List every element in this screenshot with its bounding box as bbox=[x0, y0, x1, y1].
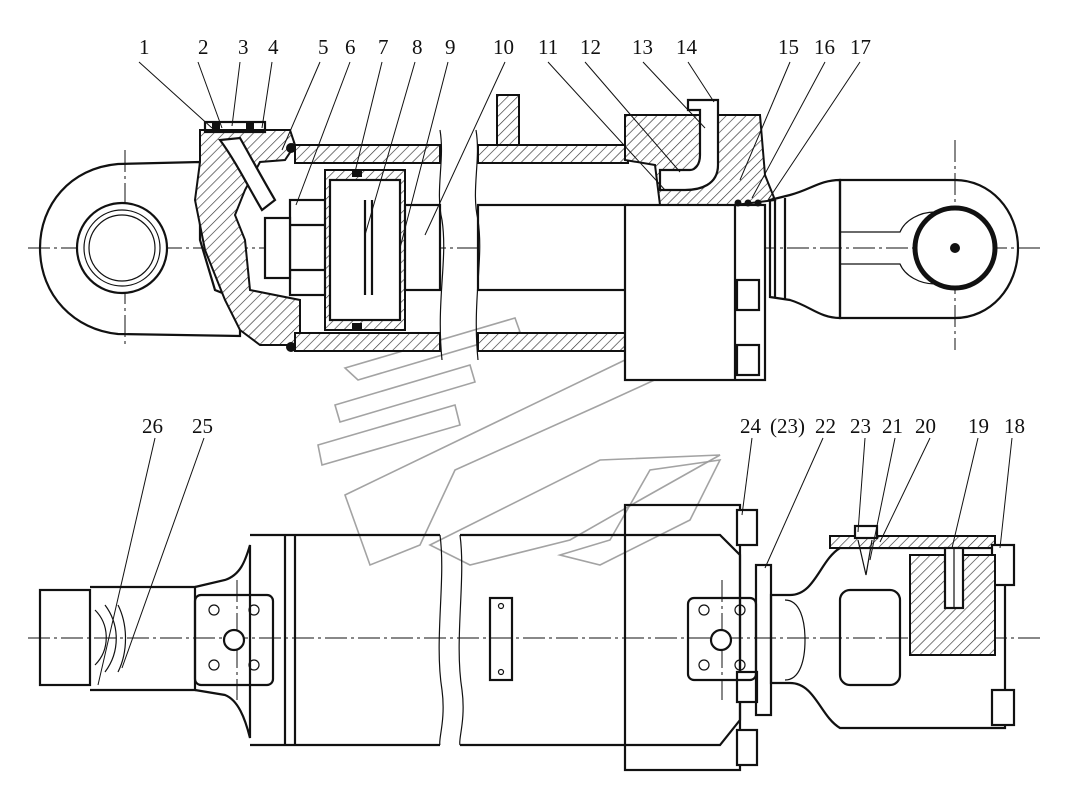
head-bolt-3 bbox=[735, 670, 759, 704]
callout-8: 8 bbox=[412, 35, 423, 59]
head-bolt-upper bbox=[735, 278, 761, 312]
head-bolt-1 bbox=[735, 508, 759, 547]
callout-18: 18 bbox=[1004, 414, 1025, 438]
callout-13: 13 bbox=[632, 35, 653, 59]
callout-15: 15 bbox=[778, 35, 799, 59]
callout-4: 4 bbox=[268, 35, 279, 59]
callout-24: 24 bbox=[740, 414, 762, 438]
callout-23: 23 bbox=[850, 414, 871, 438]
barrel-nameplate bbox=[488, 596, 514, 682]
rod-eye-head bbox=[838, 178, 1020, 320]
rear-port-cover bbox=[203, 120, 267, 134]
callout-22: 22 bbox=[815, 414, 836, 438]
head-bolt-2 bbox=[735, 728, 759, 767]
callouts-top: 1 2 3 4 5 6 7 8 9 10 11 12 13 14 15 16 1… bbox=[139, 35, 871, 59]
callout-16: 16 bbox=[814, 35, 835, 59]
callout-26: 26 bbox=[142, 414, 163, 438]
callout-10: 10 bbox=[493, 35, 514, 59]
leader-lines bbox=[97, 61, 1013, 686]
rear-pin-cap bbox=[38, 588, 92, 687]
callout-12: 12 bbox=[580, 35, 601, 59]
rod-eye-neck bbox=[768, 178, 842, 320]
callout-20: 20 bbox=[915, 414, 936, 438]
piston-rod-left bbox=[403, 203, 442, 292]
callout-1: 1 bbox=[139, 35, 150, 59]
callout-3: 3 bbox=[238, 35, 249, 59]
callout-5: 5 bbox=[318, 35, 329, 59]
callout-6: 6 bbox=[345, 35, 356, 59]
callout-9: 9 bbox=[445, 35, 456, 59]
bottom-exterior-view bbox=[28, 503, 1040, 772]
callout-23-paren: (23) bbox=[770, 414, 805, 438]
piston-rod-right bbox=[476, 203, 630, 292]
callout-17: 17 bbox=[850, 35, 871, 59]
callouts-bottom: 26 25 24 (23) 22 23 21 20 19 18 bbox=[142, 414, 1025, 438]
callout-2: 2 bbox=[198, 35, 209, 59]
tube-wall-lower-right bbox=[477, 332, 629, 352]
tube-bracket bbox=[496, 94, 520, 146]
callout-25: 25 bbox=[192, 414, 213, 438]
callout-7: 7 bbox=[378, 35, 389, 59]
rear-eye-body bbox=[38, 160, 242, 338]
tube-wall-lower-left bbox=[294, 332, 441, 352]
barrel-rear bbox=[250, 533, 440, 747]
tube-wall-upper-left bbox=[294, 144, 441, 164]
tube-wall-upper-right bbox=[477, 144, 629, 164]
head-bolt-lower bbox=[735, 343, 761, 377]
gland-nut bbox=[754, 563, 773, 717]
rear-eye-bore bbox=[75, 201, 169, 295]
rear-flange bbox=[193, 593, 275, 687]
top-section-view bbox=[28, 94, 1040, 382]
callout-19: 19 bbox=[968, 414, 989, 438]
rod-clevis bbox=[769, 546, 1007, 730]
piston-nut bbox=[288, 198, 327, 297]
callout-14: 14 bbox=[676, 35, 698, 59]
callout-21: 21 bbox=[882, 414, 903, 438]
callout-11: 11 bbox=[538, 35, 558, 59]
rear-cap-section bbox=[193, 129, 301, 346]
